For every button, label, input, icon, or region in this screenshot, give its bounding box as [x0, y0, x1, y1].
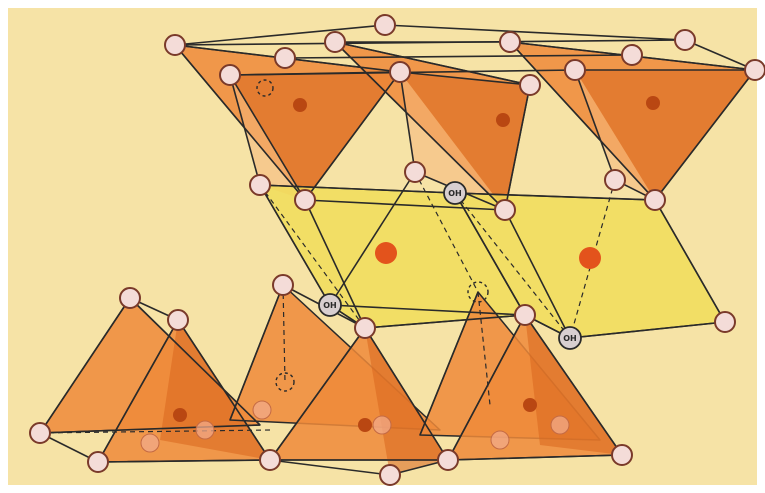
octahedral-cation [579, 247, 601, 269]
oxygen-atom [745, 60, 765, 80]
oxygen-atom [375, 15, 395, 35]
hydroxyl-label: OH [323, 301, 337, 310]
oxygen-atom [438, 450, 458, 470]
oxygen-atom [551, 416, 569, 434]
oxygen-atom [120, 288, 140, 308]
oxygen-atom [612, 445, 632, 465]
octahedral-cation [375, 242, 397, 264]
oxygen-atom [565, 60, 585, 80]
oxygen-atom [500, 32, 520, 52]
oxygen-atom [273, 275, 293, 295]
tetrahedral-cation [358, 418, 372, 432]
oxygen-atom [165, 35, 185, 55]
oxygen-atom [715, 312, 735, 332]
hydroxyl-label: OH [448, 189, 462, 198]
oxygen-atom [491, 431, 509, 449]
oxygen-atom [141, 434, 159, 452]
oxygen-atom [196, 421, 214, 439]
tetrahedral-cation [523, 398, 537, 412]
oxygen-atom [253, 401, 271, 419]
oxygen-atom [675, 30, 695, 50]
oxygen-atom [355, 318, 375, 338]
oxygen-atom [325, 32, 345, 52]
oxygen-atom [30, 423, 50, 443]
tetrahedral-cation [496, 113, 510, 127]
oxygen-atom [605, 170, 625, 190]
oxygen-atom [645, 190, 665, 210]
oxygen-atom [168, 310, 188, 330]
oxygen-atom [260, 450, 280, 470]
oxygen-atom [495, 200, 515, 220]
oxygen-atom [390, 62, 410, 82]
tetrahedral-cation [293, 98, 307, 112]
oxygen-atom [515, 305, 535, 325]
oxygen-atom [622, 45, 642, 65]
oxygen-atom [295, 190, 315, 210]
oxygen-atom [220, 65, 240, 85]
oxygen-atom [520, 75, 540, 95]
hydroxyl-label: OH [563, 334, 577, 343]
oxygen-atom [405, 162, 425, 182]
tetrahedral-cation [173, 408, 187, 422]
oxygen-atom [250, 175, 270, 195]
oxygen-atom [275, 48, 295, 68]
oxygen-atom [88, 452, 108, 472]
tetrahedral-cation [646, 96, 660, 110]
oxygen-atom [380, 465, 400, 485]
oxygen-atom [373, 416, 391, 434]
